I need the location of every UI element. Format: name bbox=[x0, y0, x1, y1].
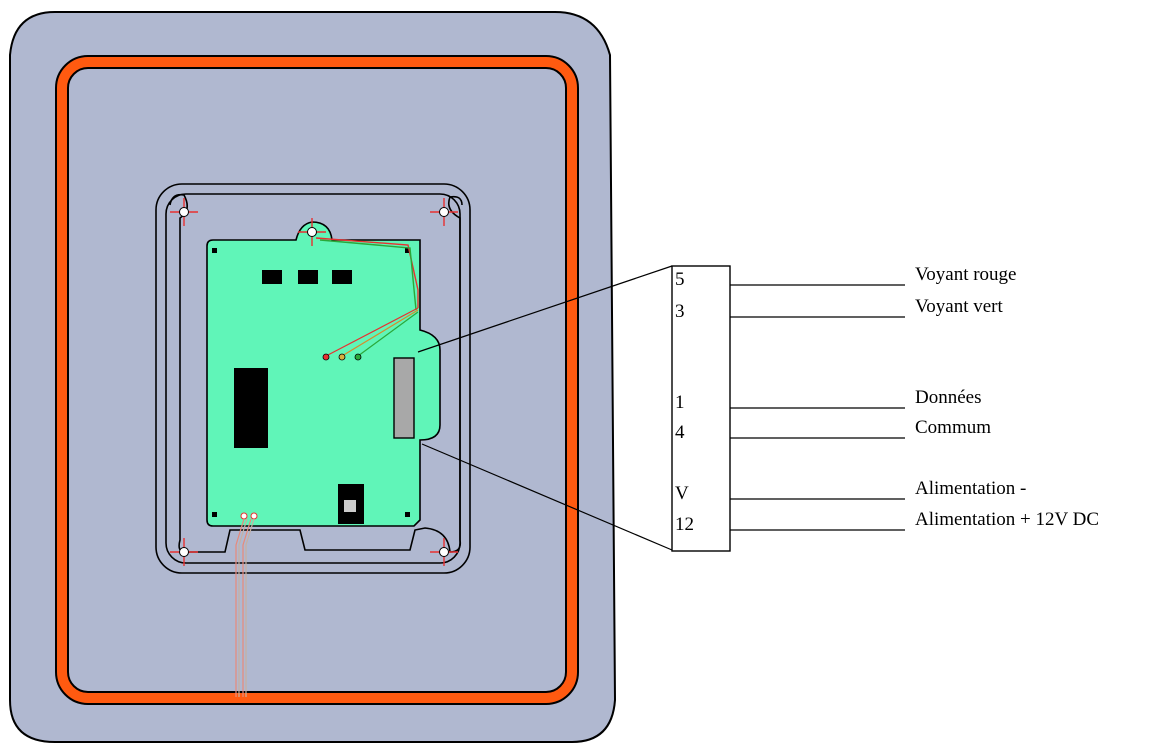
led-green bbox=[354, 353, 362, 361]
pcb-board bbox=[206, 221, 441, 527]
mount-cross-icon bbox=[430, 538, 458, 566]
connector-pin-label: Alimentation + 12V DC bbox=[915, 509, 1099, 530]
connector-pin-label: Voyant rouge bbox=[915, 264, 1017, 285]
connector-pin-number: 12 bbox=[675, 514, 694, 535]
mount-plate bbox=[169, 193, 463, 554]
pcb-chip-1 bbox=[262, 270, 282, 284]
connector-pin-number: 4 bbox=[675, 422, 685, 443]
led-amber bbox=[338, 353, 346, 361]
outer-mount-frame bbox=[155, 183, 471, 574]
led-red bbox=[322, 353, 330, 361]
pcb-ic bbox=[234, 368, 268, 448]
leader-line-bottom bbox=[421, 443, 673, 551]
mount-cross-icon bbox=[170, 538, 198, 566]
leader-line-top bbox=[417, 265, 673, 353]
connector-pin-label: Commum bbox=[915, 417, 991, 438]
pcb-chip-3 bbox=[332, 270, 352, 284]
connector-pin-number: 5 bbox=[675, 269, 685, 290]
mount-cross-icon bbox=[170, 198, 198, 226]
connector-pin-label: Voyant vert bbox=[915, 296, 1003, 317]
connector-pin-number: V bbox=[675, 483, 689, 504]
connector-pin-number: 3 bbox=[675, 301, 685, 322]
mount-cross-icon bbox=[298, 218, 326, 246]
mount-crosses bbox=[170, 198, 458, 566]
pcb-connector bbox=[393, 357, 415, 439]
connector-pin-number: 1 bbox=[675, 392, 685, 413]
cable bbox=[235, 518, 255, 697]
connector-pin-label: Alimentation - bbox=[915, 478, 1026, 499]
pcb-chip-2 bbox=[298, 270, 318, 284]
connector-pin-label: Données bbox=[915, 387, 981, 408]
mount-cross-icon bbox=[430, 198, 458, 226]
